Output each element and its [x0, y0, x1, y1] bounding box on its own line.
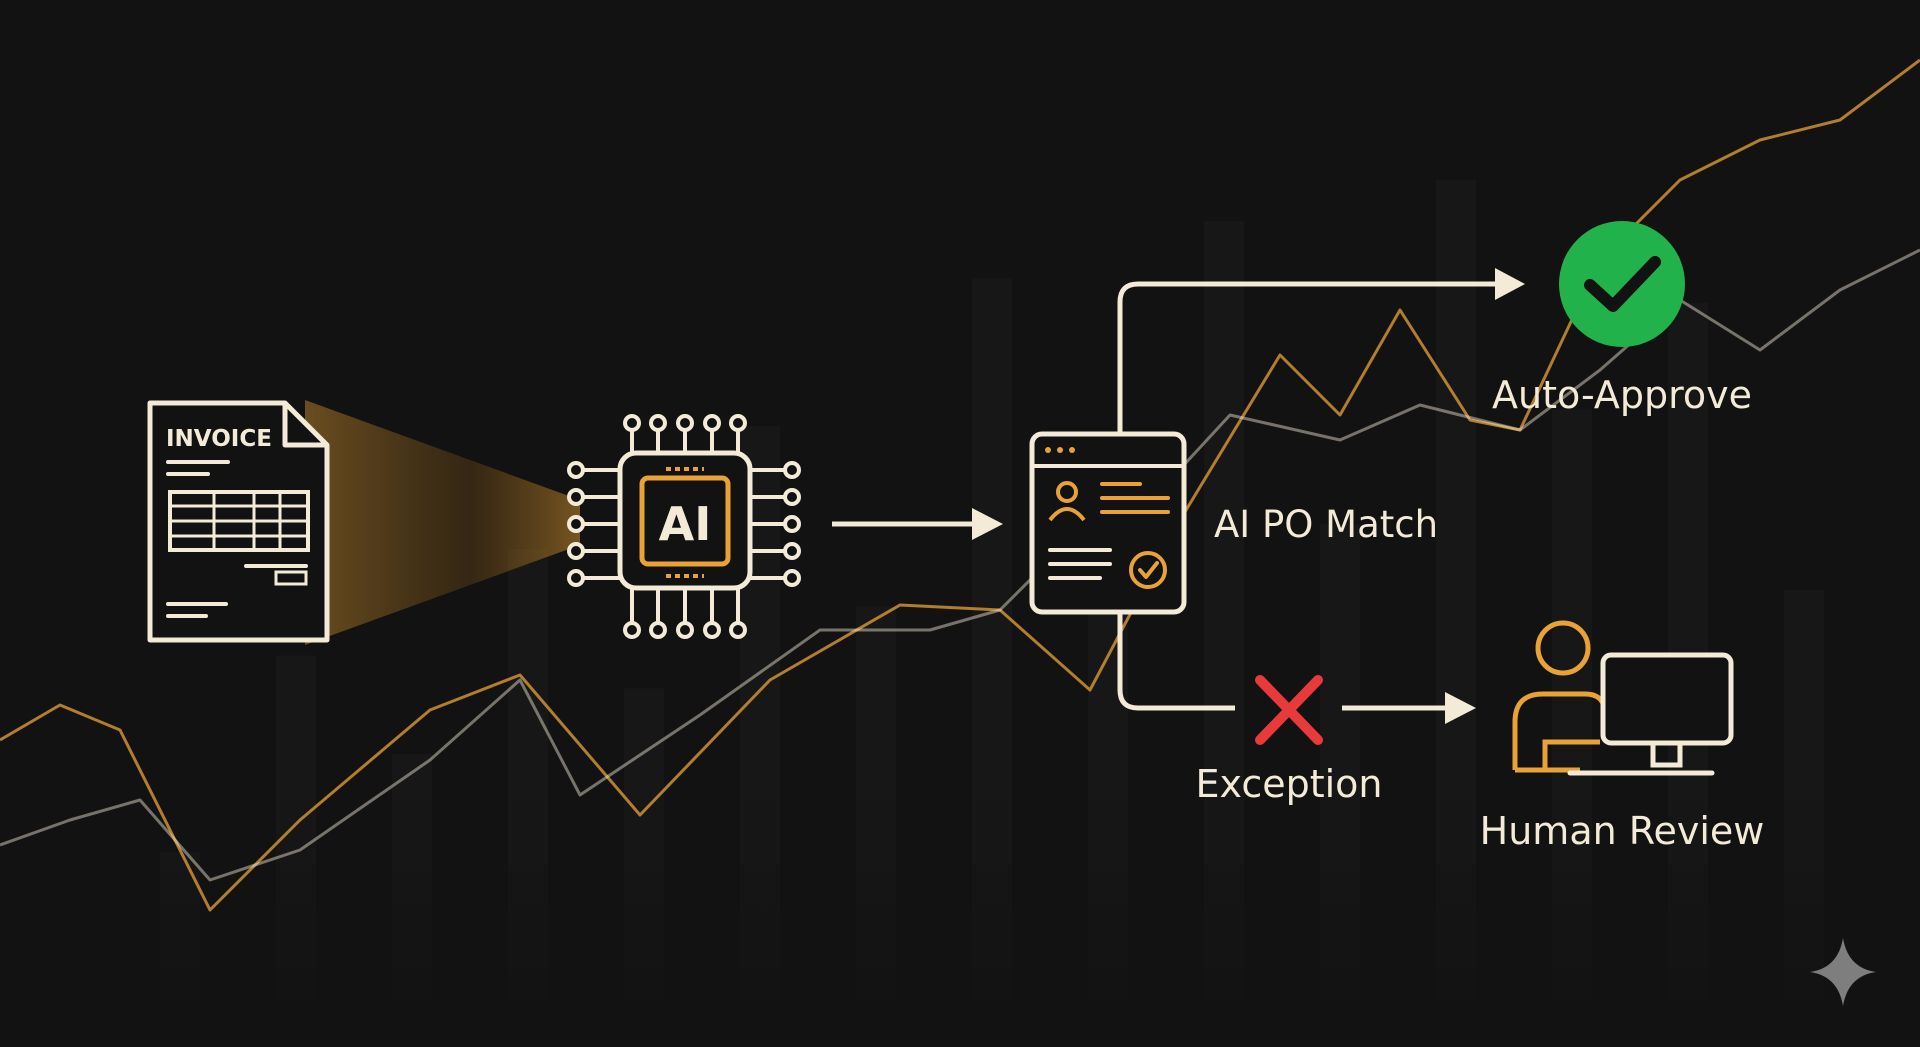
person-at-computer-icon: [1512, 620, 1734, 776]
chip-pin-pad: [729, 621, 747, 639]
check-circle-icon: [1559, 221, 1685, 347]
chip-pin-pad: [676, 414, 694, 432]
chip-pin-pad: [649, 621, 667, 639]
ai-label: AI: [659, 497, 712, 551]
exception-label: Exception: [1195, 762, 1382, 806]
chip-pin-pad: [703, 621, 721, 639]
arrow-to-po-match: [832, 508, 1003, 540]
chip-pin-pad: [783, 569, 801, 587]
chip-pin-pad: [783, 515, 801, 533]
chip-pin-pad: [783, 488, 801, 506]
arrow-to-auto-approve: [1117, 268, 1525, 434]
po-match-label: AI PO Match: [1214, 503, 1438, 546]
chip-pin-pad: [676, 621, 694, 639]
chip-pin-pad: [567, 461, 585, 479]
chip-pin-pad: [703, 414, 721, 432]
po-match-window-icon: [1029, 431, 1187, 615]
invoice-label: INVOICE: [166, 426, 272, 452]
chip-pin-pad: [783, 461, 801, 479]
chip-pin-pad: [623, 414, 641, 432]
ai-chip-icon: AI: [617, 450, 753, 591]
auto-approve-label: Auto-Approve: [1492, 373, 1752, 417]
sparkle-icon: [1810, 938, 1876, 1006]
invoice-icon: INVOICE: [147, 400, 330, 643]
chip-pin-pad: [567, 488, 585, 506]
chip-pin-pad: [649, 414, 667, 432]
ai-chip-pins: [567, 414, 801, 639]
chip-pin-pad: [567, 542, 585, 560]
bottom-fade: [0, 780, 1920, 1047]
x-mark-icon: [1255, 675, 1323, 745]
human-review-label: Human Review: [1480, 809, 1765, 853]
chip-pin-pad: [729, 414, 747, 432]
arrow-to-exception: [1117, 612, 1235, 711]
chip-pin-pad: [783, 542, 801, 560]
chip-pin-pad: [567, 515, 585, 533]
chip-pin-pad: [623, 621, 641, 639]
arrow-to-human-review: [1342, 692, 1476, 724]
chip-pin-pad: [567, 569, 585, 587]
